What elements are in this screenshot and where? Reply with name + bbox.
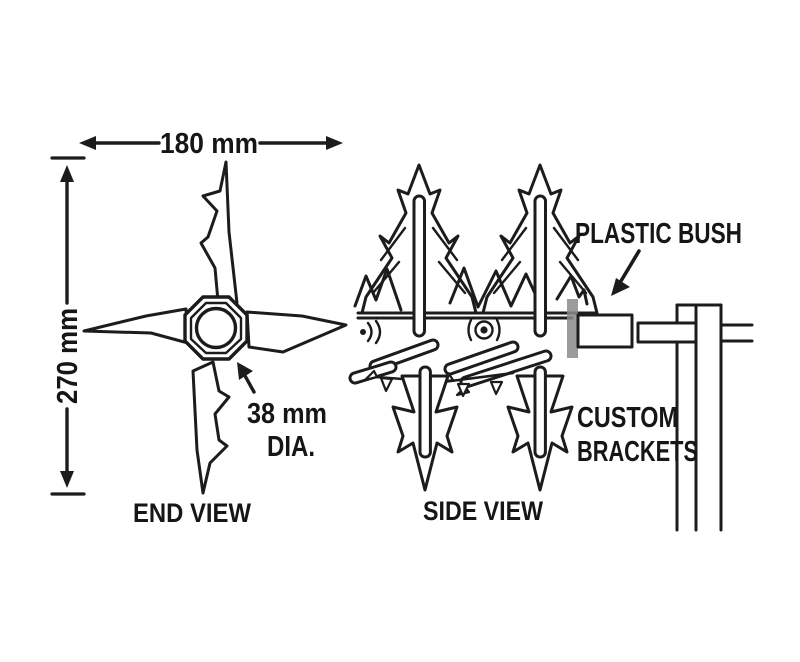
up-spike-rod-right (533, 194, 547, 338)
width-dimension-label: 180 mm (160, 128, 258, 160)
hub-bore (194, 306, 238, 350)
mounting-bracket (636, 321, 754, 344)
side-view: PLASTIC BUSH CUSTOM BRACKETS SIDE VIEW (348, 163, 754, 532)
plastic-bush-callout: PLASTIC BUSH (575, 218, 742, 296)
shaft-bolt-left (360, 319, 382, 345)
dimension-arrow-right-icon (326, 136, 343, 150)
plastic-bush-label: PLASTIC BUSH (575, 218, 742, 250)
dimension-arrow-down-icon (60, 471, 74, 488)
dimension-arrow-up-icon (60, 165, 74, 182)
end-view: 180 mm 270 mm (50, 128, 348, 528)
down-spike-rod-left (418, 365, 432, 459)
up-spike-left-inner-chevrons (371, 226, 467, 295)
hub-diameter-callout: 38 mm DIA. (237, 362, 327, 463)
up-spike-rod-left (412, 194, 426, 338)
rotor-arm-down (191, 360, 231, 495)
height-dimension-label: 270 mm (52, 308, 84, 404)
custom-brackets-line1: CUSTOM (577, 402, 678, 434)
shaft-end-plate (567, 299, 578, 358)
end-view-caption: END VIEW (133, 498, 251, 528)
hub (183, 295, 249, 361)
side-view-caption: SIDE VIEW (423, 496, 543, 526)
side-blades (348, 338, 553, 397)
custom-brackets-line2: BRACKETS (577, 436, 698, 468)
rotor-arm-right (245, 310, 348, 354)
horizontal-dimension: 180 mm (79, 128, 343, 160)
rotor-arm-left (82, 307, 190, 345)
dimension-arrow-left-icon (79, 136, 96, 150)
callout-arrow-icon (237, 362, 253, 380)
down-spike-rod-right (533, 365, 547, 459)
rotor-arm-up (199, 160, 239, 305)
up-spike-right-inner-chevrons (492, 226, 588, 295)
zigzag-spikes (353, 266, 589, 312)
custom-brackets-label: CUSTOM BRACKETS (577, 402, 698, 468)
plastic-bush (576, 313, 634, 349)
vertical-dimension: 270 mm (50, 156, 86, 496)
pinwheel-spike-rotor (82, 160, 348, 495)
down-spikes (391, 365, 574, 492)
callout-arrow-icon (611, 278, 630, 296)
hub-diameter-label-line1: 38 mm (247, 398, 327, 430)
shaft-bolt-center (467, 318, 501, 342)
hub-diameter-label-line2: DIA. (267, 431, 315, 463)
